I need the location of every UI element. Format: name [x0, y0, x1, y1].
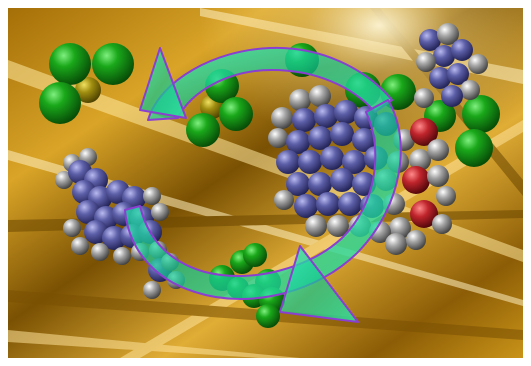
clockwise-cycle-arrows: [124, 46, 402, 323]
pcl3-top-left: [39, 43, 134, 124]
